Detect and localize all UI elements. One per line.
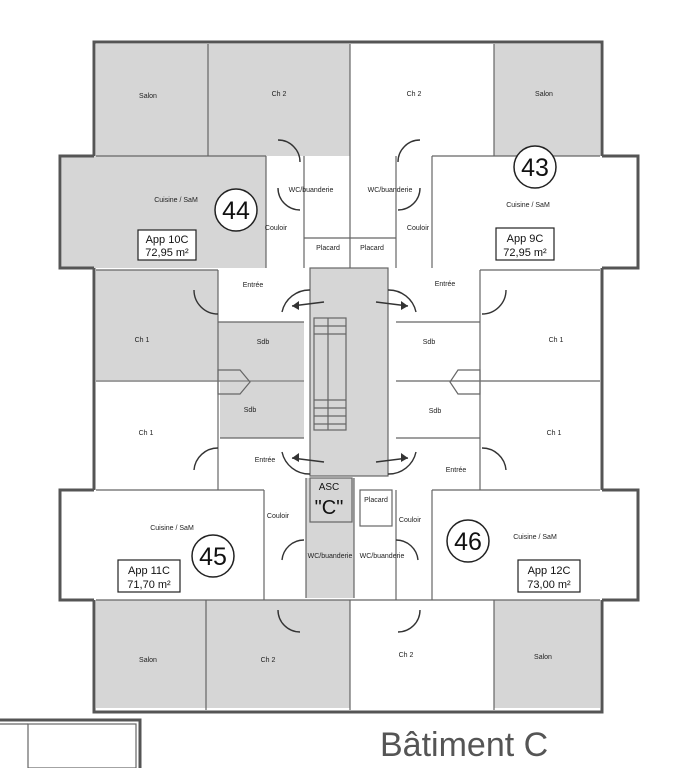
room-placard-top-right: Placard <box>360 245 384 252</box>
room-cuisine-bottom-left: Cuisine / SaM <box>150 525 194 532</box>
room-ch2-top-right: Ch 2 <box>407 91 422 98</box>
room-sdb-lower-left: Sdb <box>244 407 257 414</box>
room-ch1-lower-right: Ch 1 <box>547 430 562 437</box>
room-salon-top-left: Salon <box>139 93 157 100</box>
room-salon-bottom-right: Salon <box>534 654 552 661</box>
building-title: Bâtiment C <box>380 726 549 764</box>
apartment-box-9c: App 9C 72,95 m² <box>495 227 555 261</box>
room-entree-bottom-left: Entrée <box>255 457 276 464</box>
svg-text:72,95 m²: 72,95 m² <box>145 247 189 259</box>
room-ch1-lower-left: Ch 1 <box>139 430 154 437</box>
room-wc-top-left: WC/buanderie <box>289 187 334 194</box>
room-couloir-bottom-right: Couloir <box>399 517 422 524</box>
apartment-box-10c: App 10C 72,95 m² <box>137 229 197 261</box>
apartment-box-12c: App 12C 73,00 m² <box>517 559 581 593</box>
apartment-box-11c: App 11C 71,70 m² <box>117 559 181 593</box>
room-sdb-upper-right: Sdb <box>423 339 436 346</box>
landing-arrows <box>291 301 409 463</box>
elevator-label: ASC "C" <box>315 482 344 519</box>
room-salon-top-right: Salon <box>535 91 553 98</box>
elevator-asc-text: ASC <box>319 482 340 493</box>
room-ch2-top-left: Ch 2 <box>272 91 287 98</box>
unit-number-43: 43 <box>513 145 557 189</box>
unit-number-44: 44 <box>214 188 258 232</box>
room-cuisine-top-right: Cuisine / SaM <box>506 202 550 209</box>
room-couloir-bottom-left: Couloir <box>267 513 290 520</box>
room-entree-top-left: Entrée <box>243 282 264 289</box>
room-couloir-top-right: Couloir <box>407 225 430 232</box>
room-placard-bottom: Placard <box>364 497 388 504</box>
room-fills <box>62 44 636 708</box>
elevator-code-text: "C" <box>315 497 344 519</box>
adjacent-building-fragment <box>0 718 142 768</box>
room-cuisine-top-left: Cuisine / SaM <box>154 197 198 204</box>
room-cuisine-bottom-right: Cuisine / SaM <box>513 534 557 541</box>
room-placard-top-left: Placard <box>316 245 340 252</box>
svg-text:App 9C: App 9C <box>507 233 544 245</box>
svg-text:43: 43 <box>521 154 549 182</box>
svg-text:45: 45 <box>199 543 227 571</box>
room-labels: Salon Ch 2 Ch 2 Salon Cuisine / SaM Cuis… <box>135 91 564 664</box>
room-wc-bottom-right: WC/buanderie <box>360 553 405 560</box>
svg-text:73,00 m²: 73,00 m² <box>527 579 571 591</box>
svg-text:71,70 m²: 71,70 m² <box>127 579 171 591</box>
unit-number-46: 46 <box>446 519 490 563</box>
room-entree-bottom-right: Entrée <box>446 467 467 474</box>
svg-text:72,95 m²: 72,95 m² <box>503 247 547 259</box>
unit-number-45: 45 <box>191 534 235 578</box>
room-sdb-lower-right: Sdb <box>429 408 442 415</box>
room-ch2-bottom-right: Ch 2 <box>399 652 414 659</box>
svg-text:App 11C: App 11C <box>128 565 170 577</box>
room-sdb-upper-left: Sdb <box>257 339 270 346</box>
room-ch2-bottom-left: Ch 2 <box>261 657 276 664</box>
room-wc-bottom-left: WC/buanderie <box>308 553 353 560</box>
room-ch1-upper-right: Ch 1 <box>549 337 564 344</box>
room-wc-top-right: WC/buanderie <box>368 187 413 194</box>
svg-text:App 12C: App 12C <box>528 565 571 577</box>
svg-text:44: 44 <box>222 197 250 225</box>
svg-text:App 10C: App 10C <box>146 234 189 246</box>
room-salon-bottom-left: Salon <box>139 657 157 664</box>
room-couloir-top-left: Couloir <box>265 225 288 232</box>
walls <box>58 40 640 714</box>
svg-text:46: 46 <box>454 528 482 556</box>
room-entree-top-right: Entrée <box>435 281 456 288</box>
room-ch1-upper-left: Ch 1 <box>135 337 150 344</box>
door-swings <box>193 139 507 633</box>
